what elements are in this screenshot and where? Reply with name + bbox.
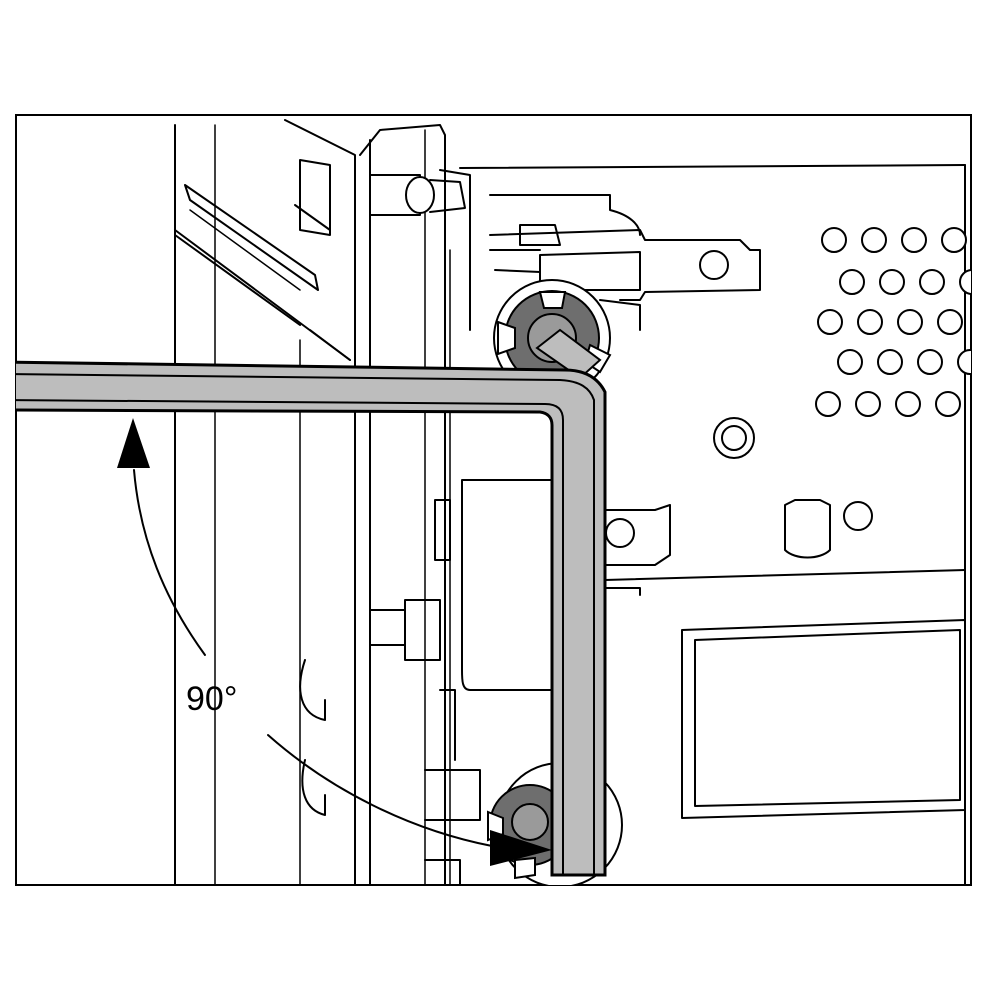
vent-holes — [815, 227, 971, 417]
hinge-pin — [369, 174, 466, 216]
screw-fixtures — [599, 417, 873, 566]
rotation-arrow — [117, 418, 552, 866]
door-panel — [174, 119, 446, 885]
upper-hinge-bracket — [489, 194, 761, 331]
hex-wrench-tool — [16, 328, 607, 877]
side-panel-window — [461, 479, 966, 819]
arrowhead-right — [490, 830, 552, 866]
angle-label: 90° — [186, 680, 237, 718]
arrowhead-up — [117, 418, 150, 468]
lower-hinge-parts — [369, 499, 481, 885]
hex-wrench-long-arm — [16, 360, 607, 877]
